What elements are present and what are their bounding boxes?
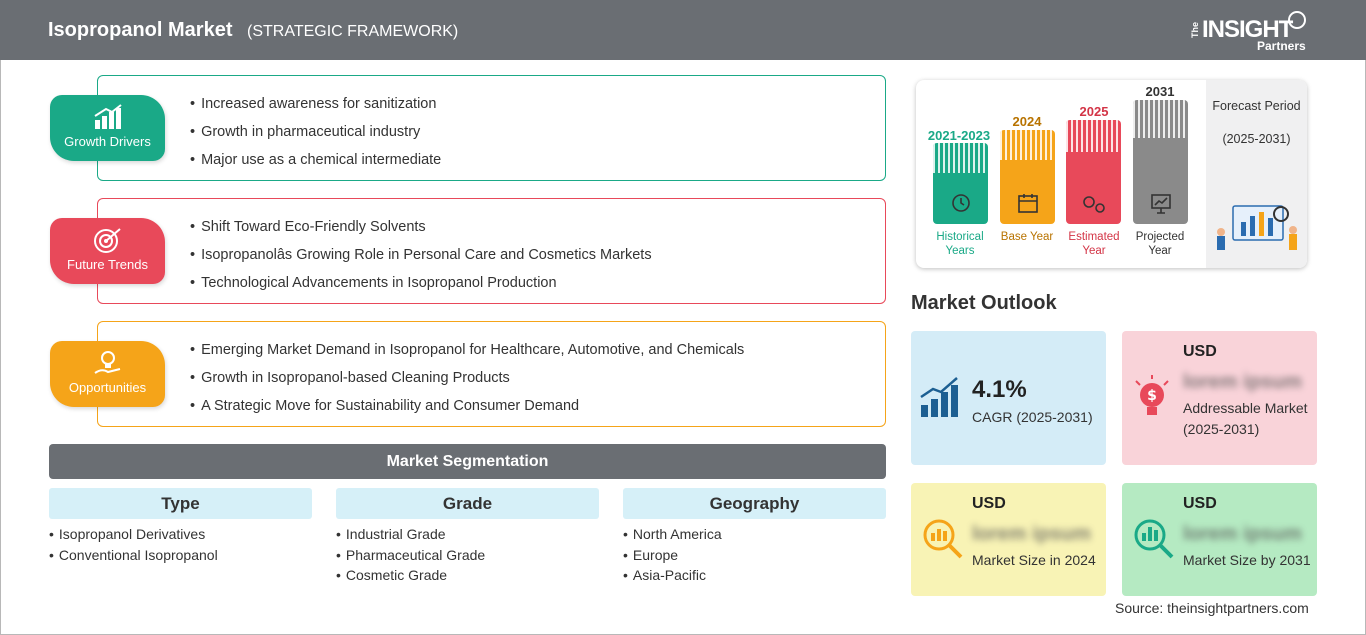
page-subtitle: (STRATEGIC FRAMEWORK) bbox=[247, 23, 459, 40]
list-item: Cosmetic Grade bbox=[336, 567, 599, 588]
growth-drivers-card: Increased awareness for sanitization Gro… bbox=[97, 75, 886, 181]
addressable-label: Addressable Market (2025-2031) bbox=[1183, 400, 1308, 437]
list-item: Isopropanol Derivatives bbox=[49, 526, 312, 547]
addressable-value: lorem ipsum bbox=[1183, 371, 1302, 393]
projected-bar bbox=[1133, 100, 1188, 224]
analytics-people-icon bbox=[1217, 205, 1297, 250]
future-trends-label: Future Trends bbox=[67, 257, 148, 272]
insight-partners-logo[interactable]: The INSIGHT Partners bbox=[1190, 8, 1320, 54]
base-bar bbox=[1000, 130, 1055, 224]
segment-grade-head: Grade bbox=[336, 488, 599, 519]
magnifier-dollar-icon bbox=[923, 519, 963, 559]
future-trends-list: Shift Toward Eco-Friendly Solvents Isopr… bbox=[190, 218, 652, 302]
magnifier-chart-icon bbox=[1134, 519, 1174, 559]
size-2024-currency: USD bbox=[972, 495, 1006, 512]
list-item: Growth in Isopropanol-based Cleaning Pro… bbox=[190, 369, 744, 397]
opportunities-label: Opportunities bbox=[68, 380, 147, 395]
lightbulb-hand-icon bbox=[94, 351, 121, 374]
page-title: Isopropanol Market bbox=[48, 19, 233, 41]
timeline-panel: 2021-2023 Historical Years 2024 Base Yea… bbox=[916, 80, 1307, 268]
list-item: A Strategic Move for Sustainability and … bbox=[190, 397, 744, 425]
opportunities-list: Emerging Market Demand in Isopropanol fo… bbox=[190, 341, 744, 425]
growth-drivers-badge: Growth Drivers bbox=[50, 95, 165, 161]
list-item: Major use as a chemical intermediate bbox=[190, 151, 441, 179]
list-item: Asia-Pacific bbox=[623, 567, 886, 588]
opportunities-badge: Opportunities bbox=[50, 341, 165, 407]
historical-bar bbox=[933, 143, 988, 224]
list-item: Technological Advancements in Isopropano… bbox=[190, 274, 652, 302]
list-item: Isopropanolâs Growing Role in Personal C… bbox=[190, 246, 652, 274]
size-2024-card: USD lorem ipsum Market Size in 2024 bbox=[911, 483, 1106, 596]
estimated-bar bbox=[1066, 120, 1121, 224]
base-caption: Base Year bbox=[1000, 231, 1054, 243]
projected-caption: Projected Year bbox=[1135, 231, 1185, 257]
bar-chart-growth-icon bbox=[94, 104, 122, 129]
presentation-board-icon bbox=[1151, 194, 1171, 214]
segment-type: Type Isopropanol Derivatives Conventiona… bbox=[49, 488, 312, 567]
cagr-card: 4.1% CAGR (2025-2031) bbox=[911, 331, 1106, 465]
addressable-currency: USD bbox=[1183, 343, 1217, 360]
logo-the: The bbox=[1190, 22, 1200, 39]
lightbulb-dollar-icon: $ bbox=[1135, 375, 1169, 415]
future-trends-card: Shift Toward Eco-Friendly Solvents Isopr… bbox=[97, 198, 886, 304]
growth-drivers-label: Growth Drivers bbox=[64, 134, 151, 149]
list-item: Europe bbox=[623, 547, 886, 568]
list-item: Industrial Grade bbox=[336, 526, 599, 547]
list-item: Pharmaceutical Grade bbox=[336, 547, 599, 568]
segment-grade: Grade Industrial Grade Pharmaceutical Gr… bbox=[336, 488, 599, 588]
list-item: Shift Toward Eco-Friendly Solvents bbox=[190, 218, 652, 246]
cagr-value: 4.1% bbox=[972, 376, 1027, 403]
estimated-year: 2025 bbox=[1079, 104, 1109, 119]
target-icon bbox=[94, 228, 121, 253]
growth-drivers-list: Increased awareness for sanitization Gro… bbox=[190, 95, 441, 179]
size-2031-currency: USD bbox=[1183, 495, 1217, 512]
header: Isopropanol Market (STRATEGIC FRAMEWORK)… bbox=[0, 0, 1366, 60]
segment-type-head: Type bbox=[49, 488, 312, 519]
opportunities-card: Emerging Market Demand in Isopropanol fo… bbox=[97, 321, 886, 427]
logo-insight: INSIGHT bbox=[1202, 16, 1293, 43]
size-2031-value: lorem ipsum bbox=[1183, 523, 1302, 545]
historical-year: 2021-2023 bbox=[927, 128, 991, 143]
segment-geography: Geography North America Europe Asia-Paci… bbox=[623, 488, 886, 588]
size-2024-value: lorem ipsum bbox=[972, 523, 1091, 545]
historical-caption: Historical Years bbox=[936, 231, 984, 257]
gears-chart-icon bbox=[1083, 196, 1105, 213]
list-item: Growth in pharmaceutical industry bbox=[190, 123, 441, 151]
logo-partners: Partners bbox=[1257, 39, 1306, 53]
segmentation-title: Market Segmentation bbox=[49, 444, 886, 479]
svg-text:$: $ bbox=[1147, 388, 1157, 404]
list-item: North America bbox=[623, 526, 886, 547]
rising-bars-icon bbox=[920, 377, 958, 417]
source-link[interactable]: Source: theinsightpartners.com bbox=[1115, 600, 1309, 616]
history-clock-icon bbox=[952, 194, 970, 212]
list-item: Conventional Isopropanol bbox=[49, 547, 312, 568]
list-item: Emerging Market Demand in Isopropanol fo… bbox=[190, 341, 744, 369]
outlook-title: Market Outlook bbox=[911, 292, 1057, 314]
segment-geography-head: Geography bbox=[623, 488, 886, 519]
base-year: 2024 bbox=[1012, 114, 1042, 129]
size-2031-label: Market Size by 2031 bbox=[1183, 552, 1311, 568]
forecast-range: (2025-2031) bbox=[1222, 132, 1291, 146]
size-2031-card: USD lorem ipsum Market Size by 2031 bbox=[1122, 483, 1317, 596]
list-item: Increased awareness for sanitization bbox=[190, 95, 441, 123]
estimated-caption: Estimated Year bbox=[1068, 231, 1120, 257]
forecast-label: Forecast Period bbox=[1212, 99, 1301, 113]
cagr-label: CAGR (2025-2031) bbox=[972, 409, 1093, 425]
calendar-icon bbox=[1018, 194, 1038, 213]
addressable-card: $ USD lorem ipsum Addressable Market (20… bbox=[1122, 331, 1317, 465]
size-2024-label: Market Size in 2024 bbox=[972, 552, 1096, 568]
projected-year: 2031 bbox=[1145, 84, 1175, 99]
future-trends-badge: Future Trends bbox=[50, 218, 165, 284]
logo-magnifier-icon bbox=[1288, 11, 1306, 29]
